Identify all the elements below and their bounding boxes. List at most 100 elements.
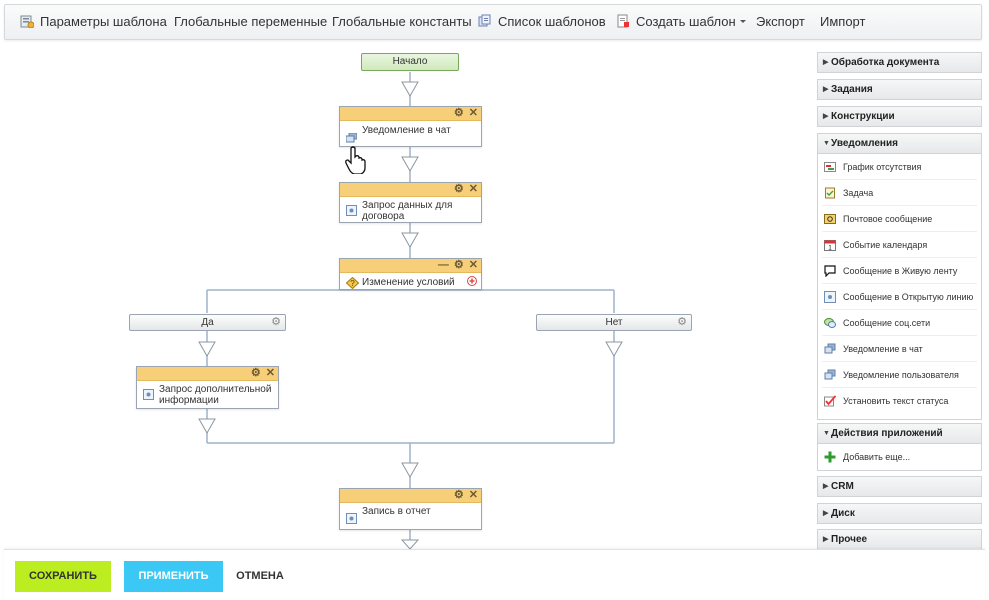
export-button[interactable]: Экспорт: [756, 5, 805, 39]
add-branch-icon[interactable]: [467, 276, 477, 286]
gear-icon[interactable]: ⚙: [453, 183, 464, 195]
list-item-absence-chart[interactable]: График отсутствия: [822, 154, 977, 180]
footer-bar: СОХРАНИТЬ ПРИМЕНИТЬ ОТМЕНА: [4, 549, 985, 600]
close-icon[interactable]: ✕: [468, 489, 478, 501]
gear-icon[interactable]: ⚙: [250, 367, 261, 379]
create-template-icon: [617, 14, 629, 28]
activity-change-conditions[interactable]: — ⚙ ✕ ? Изменение условий: [339, 258, 482, 290]
node-label-line-2: договора: [362, 211, 405, 222]
list-item-label: Уведомление пользователя: [843, 370, 959, 380]
global-variables-button[interactable]: Глобальные переменные: [174, 5, 327, 39]
add-more-link[interactable]: Добавить еще...: [822, 444, 977, 470]
branch-yes-label: Да: [201, 317, 214, 328]
list-item-label: Сообщение соц.сети: [843, 318, 931, 328]
node-header: ⚙✕: [340, 107, 481, 121]
chat-notification-icon: [824, 343, 836, 354]
template-list-icon: [478, 14, 491, 27]
node-header: ⚙✕: [340, 183, 481, 197]
chevron-down-icon: ▼: [823, 430, 830, 437]
flow-arrow: [401, 232, 419, 249]
activity-request-contract-data[interactable]: ⚙✕ Запрос данных для договора: [339, 182, 482, 223]
section-disk[interactable]: ▶Диск: [817, 503, 982, 524]
template-params-icon: [20, 15, 34, 28]
list-item-live-feed[interactable]: Сообщение в Живую ленту: [822, 258, 977, 284]
section-label: Прочее: [831, 534, 868, 545]
gear-icon[interactable]: ⚙: [271, 316, 281, 328]
list-item-calendar-event[interactable]: 1 Событие календаря: [822, 232, 977, 258]
list-item-status-text[interactable]: Установить текст статуса: [822, 388, 977, 414]
calendar-icon: 1: [824, 240, 836, 252]
node-label-line-1: Запрос данных для: [362, 200, 453, 211]
list-item-chat-notification[interactable]: Уведомление в чат: [822, 336, 977, 362]
gear-icon[interactable]: ⚙: [453, 259, 464, 271]
mail-icon: [824, 214, 836, 224]
list-item-label: Событие календаря: [843, 240, 928, 250]
template-list-label: Список шаблонов: [498, 14, 606, 29]
branch-yes[interactable]: Да ⚙: [129, 314, 286, 331]
gear-icon[interactable]: ⚙: [453, 107, 464, 119]
global-constants-label: Глобальные константы: [332, 14, 472, 29]
activity-write-report[interactable]: ⚙✕ Запись в отчет: [339, 488, 482, 530]
svg-text:?: ?: [350, 279, 355, 288]
save-button[interactable]: СОХРАНИТЬ: [15, 561, 111, 592]
chevron-right-icon: ▶: [823, 536, 829, 543]
node-label: Запись в отчет: [362, 506, 431, 517]
activity-request-additional-info[interactable]: ⚙✕ Запрос дополнительной информации: [136, 366, 279, 409]
start-node[interactable]: Начало: [361, 53, 459, 71]
section-constructs[interactable]: ▶Конструкции: [817, 106, 982, 127]
list-item-label: Сообщение в Живую ленту: [843, 266, 958, 276]
import-label: Импорт: [820, 14, 866, 29]
list-item-label: Задача: [843, 188, 874, 198]
close-icon[interactable]: ✕: [468, 107, 478, 119]
list-item-task[interactable]: Задача: [822, 180, 977, 206]
activity-chat-notification[interactable]: ⚙✕ Уведомление в чат: [339, 106, 482, 147]
list-item-user-notification[interactable]: Уведомление пользователя: [822, 362, 977, 388]
template-params-button[interactable]: Параметры шаблона: [20, 5, 167, 39]
flow-arrow: [401, 462, 419, 479]
section-crm[interactable]: ▶CRM: [817, 476, 982, 497]
node-header: ⚙✕: [340, 489, 481, 503]
section-other[interactable]: ▶Прочее: [817, 529, 982, 550]
close-icon[interactable]: ✕: [265, 367, 275, 379]
section-tasks[interactable]: ▶Задания: [817, 79, 982, 100]
open-line-icon: [824, 291, 836, 303]
branch-no-label: Нет: [605, 317, 623, 328]
section-app-actions[interactable]: ▼Действия приложений: [817, 423, 982, 444]
close-icon[interactable]: ✕: [468, 259, 478, 271]
node-header: ⚙✕: [137, 367, 278, 381]
flow-arrow: [401, 81, 419, 98]
section-notifications[interactable]: ▼Уведомления: [817, 133, 982, 154]
cancel-button[interactable]: ОТМЕНА: [236, 570, 284, 582]
section-label: Уведомления: [831, 138, 898, 149]
create-template-button[interactable]: Создать шаблон: [616, 5, 746, 39]
flow-arrow: [198, 341, 216, 358]
list-item-social-message[interactable]: Сообщение соц.сети: [822, 310, 977, 336]
plus-icon: [824, 451, 836, 463]
gear-icon[interactable]: ⚙: [677, 316, 687, 328]
svg-text:1: 1: [828, 246, 832, 252]
gear-icon[interactable]: ⚙: [453, 489, 464, 501]
task-icon: [825, 187, 835, 199]
close-icon[interactable]: ✕: [468, 183, 478, 195]
list-item-mail[interactable]: Почтовое сообщение: [822, 206, 977, 232]
chevron-right-icon: ▶: [823, 510, 829, 517]
absence-chart-icon: [824, 162, 836, 172]
section-label: Обработка документа: [831, 57, 940, 68]
section-label: CRM: [831, 481, 854, 492]
minimize-icon[interactable]: —: [437, 259, 449, 271]
list-item-open-line[interactable]: Сообщение в Открытую линию: [822, 284, 977, 310]
global-constants-button[interactable]: Глобальные константы: [332, 5, 472, 39]
node-label: Уведомление в чат: [362, 125, 451, 136]
node-label: Изменение условий: [362, 277, 455, 288]
social-message-icon: [824, 318, 836, 328]
condition-icon: ?: [346, 277, 359, 289]
chevron-down-icon: ▼: [823, 140, 830, 147]
chevron-right-icon: ▶: [823, 59, 829, 66]
section-document-processing[interactable]: ▶Обработка документа: [817, 52, 982, 73]
apply-button[interactable]: ПРИМЕНИТЬ: [124, 561, 223, 592]
create-template-label: Создать шаблон: [636, 14, 736, 29]
node-header: — ⚙ ✕: [340, 259, 481, 273]
template-list-button[interactable]: Список шаблонов: [478, 5, 606, 39]
branch-no[interactable]: Нет ⚙: [536, 314, 692, 331]
import-button[interactable]: Импорт: [820, 5, 865, 39]
